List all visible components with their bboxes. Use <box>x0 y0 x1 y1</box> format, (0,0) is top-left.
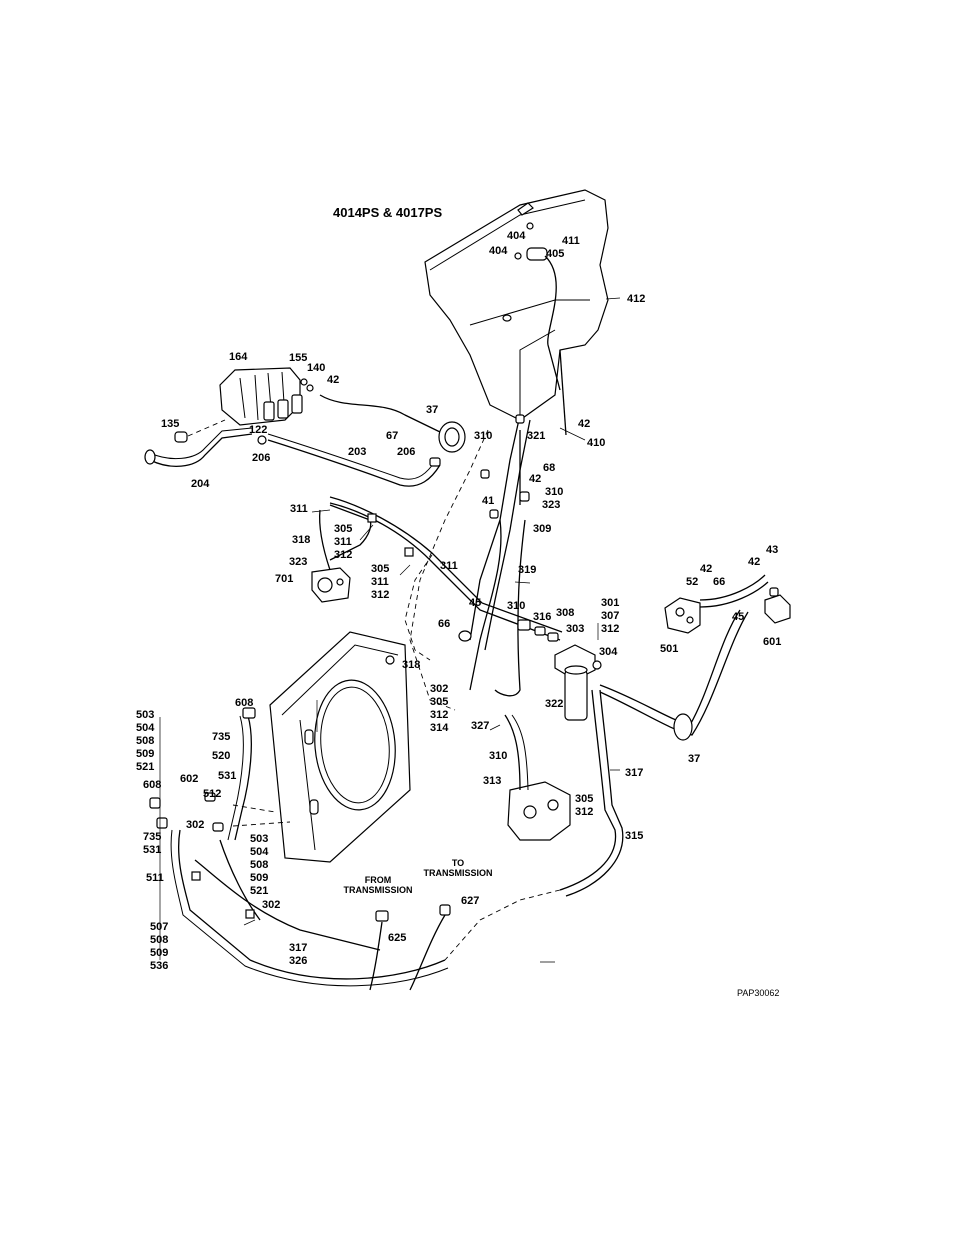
callout-405: 405 <box>546 248 565 260</box>
callout-503-504-508-509-521: 503 504 508 509 521 <box>250 833 269 897</box>
callout-68: 68 <box>543 462 556 474</box>
callout-52: 52 <box>686 576 699 588</box>
callout-42: 42 <box>748 556 761 568</box>
callout-625: 625 <box>388 932 407 944</box>
filter-assembly <box>517 619 602 721</box>
diagram-title: 4014PS & 4017PS <box>333 205 443 220</box>
callout-305-311-312: 305 311 312 <box>334 523 353 561</box>
clamp-37-right <box>673 713 693 741</box>
callout-316: 316 <box>533 611 552 623</box>
callout-37: 37 <box>426 404 439 416</box>
callout-701: 701 <box>275 573 294 585</box>
callout-302: 302 <box>186 819 205 831</box>
callout-303: 303 <box>566 623 585 635</box>
callout-313: 313 <box>483 775 502 787</box>
callout-140: 140 <box>307 362 326 374</box>
callout-164: 164 <box>229 351 248 363</box>
callout-735: 735 <box>212 731 231 743</box>
hose-203 <box>267 439 441 487</box>
callout-735-531: 735 531 <box>143 831 162 856</box>
callout-305-311-312: 305 311 312 <box>371 563 390 601</box>
callout-204: 204 <box>191 478 210 490</box>
callout-310: 310 <box>474 430 493 442</box>
callout-608: 608 <box>235 697 254 709</box>
callout-319: 319 <box>518 564 537 576</box>
note-to-transmission: TO TRANSMISSION <box>423 858 493 878</box>
callout-627: 627 <box>461 895 480 907</box>
callout-317: 317 <box>625 767 644 779</box>
callout-308: 308 <box>556 607 575 619</box>
breather-assembly <box>514 222 567 436</box>
callout-301-307-312: 301 307 312 <box>601 597 620 635</box>
callout-602: 602 <box>180 773 199 785</box>
valve-501 <box>664 597 701 634</box>
callout-42: 42 <box>578 418 591 430</box>
callout-511: 511 <box>146 872 164 884</box>
callout-310: 310 <box>489 750 508 762</box>
callout-404: 404 <box>489 245 508 257</box>
callout-43: 43 <box>766 544 779 556</box>
callout-309: 309 <box>533 523 552 535</box>
control-valve <box>219 367 314 426</box>
callout-67: 67 <box>386 430 399 442</box>
callout-404: 404 <box>507 230 526 242</box>
callout-66: 66 <box>713 576 726 588</box>
callout-66: 66 <box>438 618 451 630</box>
callout-203: 203 <box>348 446 367 458</box>
callout-323: 323 <box>542 499 561 511</box>
callout-45: 45 <box>732 611 745 623</box>
callout-315: 315 <box>625 830 644 842</box>
callout-122: 122 <box>249 424 268 436</box>
callout-323: 323 <box>289 556 308 568</box>
callout-42: 42 <box>327 374 340 386</box>
hose-204 <box>149 433 253 467</box>
fitting-135 <box>174 431 188 443</box>
callout-317-326: 317 326 <box>289 942 308 967</box>
callout-322: 322 <box>545 698 564 710</box>
pump-701 <box>311 567 351 603</box>
callout-135: 135 <box>161 418 180 430</box>
callout-412: 412 <box>627 293 646 305</box>
callout-302-305-312-314: 302 305 312 314 <box>430 683 449 734</box>
callout-310: 310 <box>545 486 564 498</box>
callout-311: 311 <box>440 560 458 572</box>
callout-531: 531 <box>218 770 237 782</box>
callout-507-508-509-536: 507 508 509 536 <box>150 921 169 972</box>
callout-41: 41 <box>482 495 495 507</box>
callout-512: 512 <box>203 788 222 800</box>
valve-601 <box>764 587 791 624</box>
callout-410: 410 <box>587 437 606 449</box>
callout-302: 302 <box>262 899 281 911</box>
callout-318: 318 <box>292 534 311 546</box>
callout-42: 42 <box>529 473 542 485</box>
charge-pump <box>504 714 571 841</box>
callout-45: 45 <box>469 597 482 609</box>
callout-608: 608 <box>143 779 162 791</box>
oil-cooler <box>269 631 411 863</box>
callout-310: 310 <box>507 600 526 612</box>
callout-311: 311 <box>290 503 308 515</box>
hose-67 <box>319 394 441 433</box>
callout-327: 327 <box>471 720 490 732</box>
callout-318: 318 <box>402 659 421 671</box>
callout-601: 601 <box>763 636 782 648</box>
callout-206: 206 <box>397 446 416 458</box>
callout-321: 321 <box>527 430 546 442</box>
drawing-reference: PAP30062 <box>737 988 780 998</box>
callout-501: 501 <box>660 643 679 655</box>
note-from-transmission: FROM TRANSMISSION <box>343 875 413 895</box>
callout-520: 520 <box>212 750 231 762</box>
callout-206: 206 <box>252 452 271 464</box>
callout-37: 37 <box>688 753 701 765</box>
callout-304: 304 <box>599 646 618 658</box>
callout-503-504-508-509-521: 503 504 508 509 521 <box>136 709 155 773</box>
callout-411: 411 <box>562 235 580 247</box>
callout-155: 155 <box>289 352 308 364</box>
hydraulic-tank <box>424 189 609 421</box>
callout-305-312: 305 312 <box>575 793 594 818</box>
callout-42: 42 <box>700 563 713 575</box>
